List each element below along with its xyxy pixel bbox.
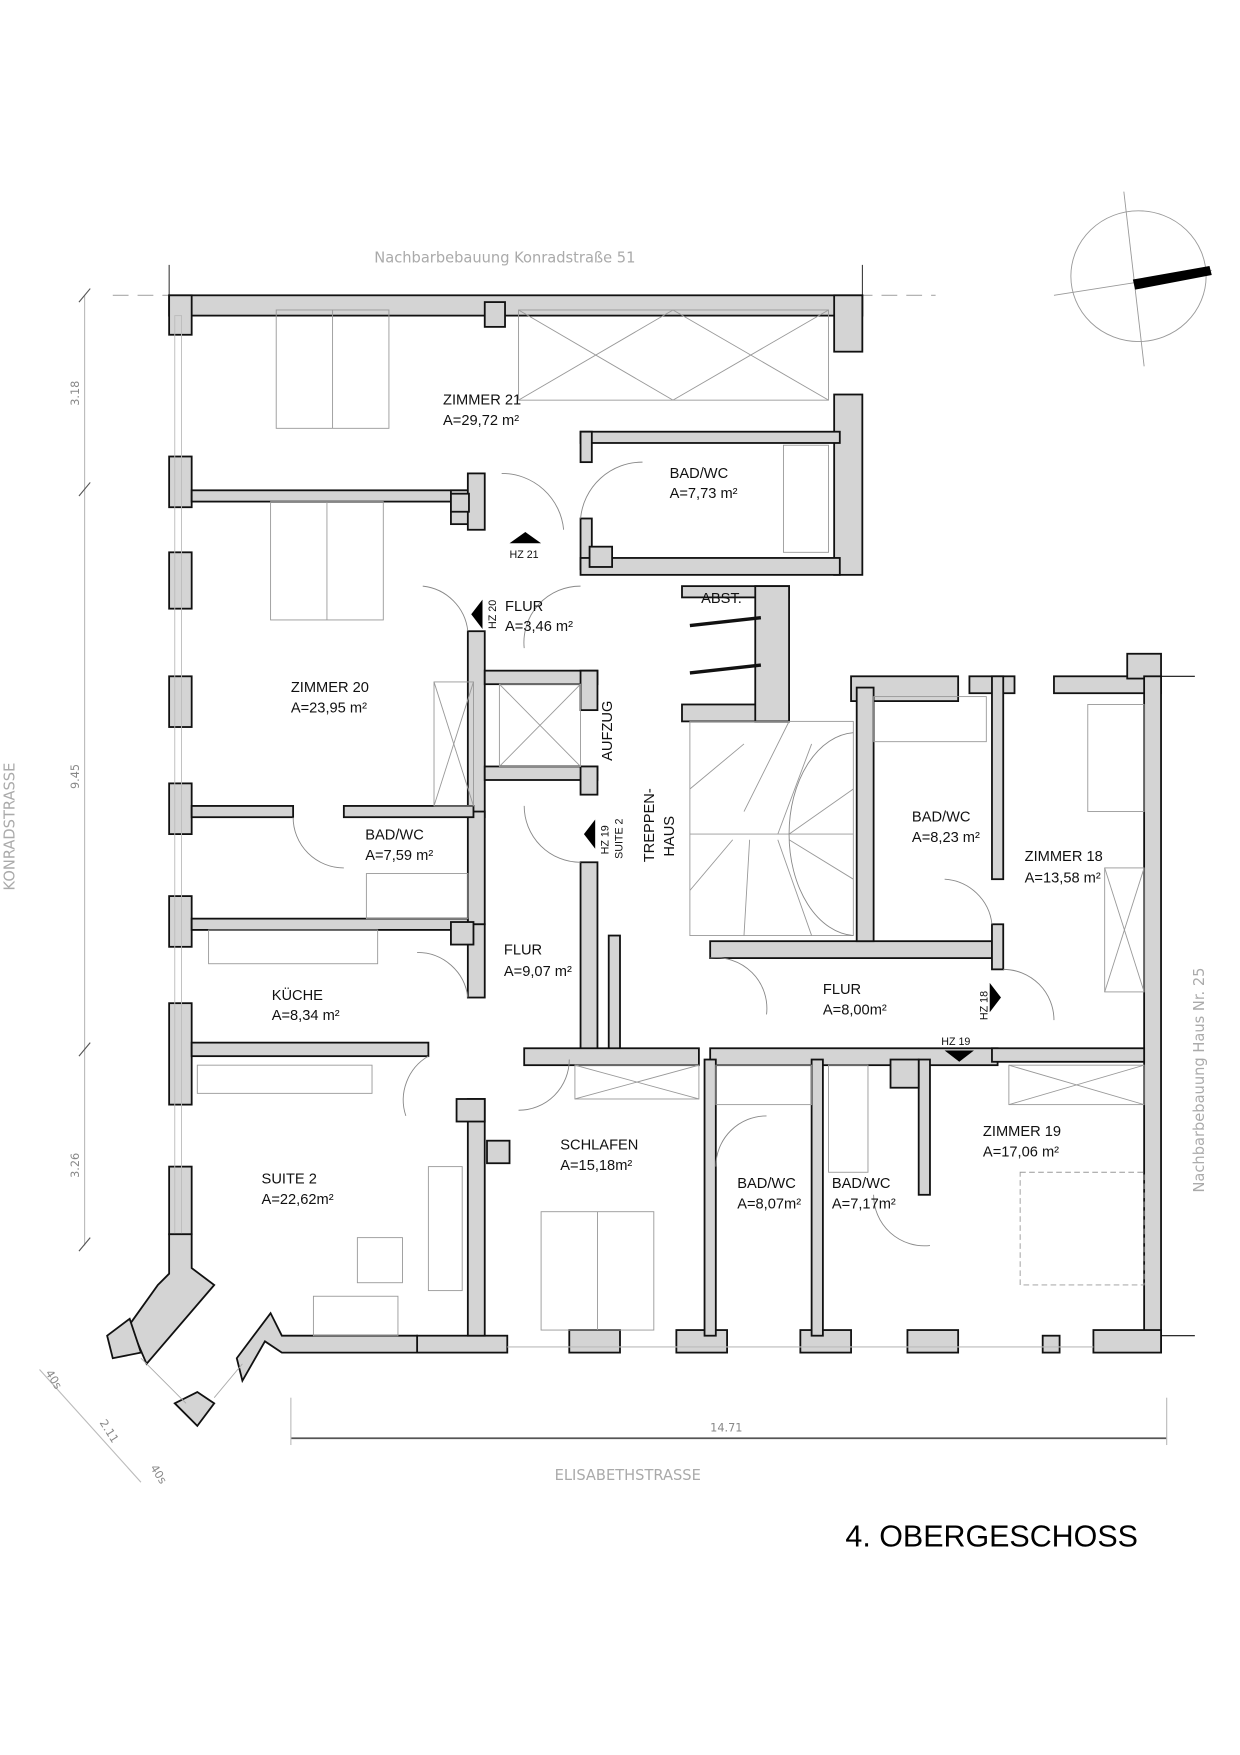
north-arrow-icon bbox=[1053, 191, 1212, 367]
hz18-marker-icon bbox=[989, 982, 1001, 1013]
hz19-marker-icon bbox=[944, 1050, 974, 1062]
room-labels: ZIMMER 21 A=29,72 m² BAD/WC A=7,73 m² FL… bbox=[262, 393, 1103, 1213]
hz18-label: HZ 18 bbox=[978, 991, 990, 1020]
room-kueche-area: A=8,34 m² bbox=[272, 1008, 340, 1024]
dim-bottom: 14.71 bbox=[710, 1422, 742, 1435]
room-bad21-name: BAD/WC bbox=[670, 466, 729, 482]
dim-left-top: 3.18 bbox=[69, 381, 82, 406]
room-flur2-name: FLUR bbox=[504, 943, 542, 959]
room-zimmer18-name: ZIMMER 18 bbox=[1025, 849, 1103, 865]
room-flur2-area: A=9,07 m² bbox=[504, 964, 572, 980]
room-aufzug-name: AUFZUG bbox=[600, 701, 616, 761]
room-bad-b-name: BAD/WC bbox=[832, 1176, 891, 1192]
room-zimmer19-area: A=17,06 m² bbox=[983, 1144, 1059, 1160]
dim-bay-a: 40s bbox=[43, 1368, 65, 1392]
room-flur3-name: FLUR bbox=[823, 982, 861, 998]
floor-title: 4. OBERGESCHOSS bbox=[845, 1519, 1137, 1553]
room-suite2-area: A=22,62m² bbox=[262, 1192, 334, 1208]
street-south: ELISABETHSTRASSE bbox=[555, 1467, 701, 1484]
street-west: KONRADSTRASSE bbox=[2, 763, 19, 891]
dim-left-bottom: 3.26 bbox=[69, 1153, 82, 1178]
room-bad-b-area: A=7,17m² bbox=[832, 1196, 896, 1212]
hz20-marker-icon bbox=[471, 599, 483, 629]
suite2-marker-label: SUITE 2 bbox=[613, 818, 625, 858]
room-zimmer20-area: A=23,95 m² bbox=[291, 700, 367, 716]
street-labels: Nachbarbebauung Konradstraße 51 KONRADST… bbox=[2, 250, 1208, 1484]
room-treppenhaus-line2: HAUS bbox=[662, 816, 678, 857]
dim-bay-side: 2.11 bbox=[97, 1417, 121, 1445]
hz19-suite-label: HZ 19 bbox=[600, 825, 612, 854]
room-zimmer19-name: ZIMMER 19 bbox=[983, 1124, 1061, 1140]
room-zimmer21-area: A=29,72 m² bbox=[443, 413, 519, 429]
street-north: Nachbarbebauung Konradstraße 51 bbox=[374, 250, 635, 267]
hz21-marker-icon bbox=[509, 532, 542, 544]
outer-walls bbox=[106, 294, 1162, 1428]
room-kueche-name: KÜCHE bbox=[272, 986, 323, 1004]
room-zimmer21-name: ZIMMER 21 bbox=[443, 393, 521, 409]
room-bad18-area: A=8,23 m² bbox=[912, 830, 980, 846]
room-bad-a-name: BAD/WC bbox=[737, 1176, 796, 1192]
street-east: Nachbarbebauung Haus Nr. 25 bbox=[1191, 968, 1208, 1193]
hz20-label: HZ 20 bbox=[487, 600, 499, 629]
room-flur1-area: A=3,46 m² bbox=[505, 619, 573, 635]
dim-left-mid: 9.45 bbox=[69, 764, 82, 789]
room-bad-a-area: A=8,07m² bbox=[737, 1196, 801, 1212]
doors bbox=[292, 461, 1055, 1247]
hz19-suite-marker-icon bbox=[583, 819, 596, 849]
heating-markers: HZ 21 HZ 20 HZ 19 SUITE 2 HZ 18 HZ 19 bbox=[471, 532, 1001, 1062]
room-suite2-name: SUITE 2 bbox=[262, 1172, 317, 1188]
room-flur3-area: A=8,00m² bbox=[823, 1002, 887, 1018]
room-treppenhaus-line1: TREPPEN- bbox=[642, 788, 658, 862]
room-flur1-name: FLUR bbox=[505, 599, 543, 615]
room-bad21-area: A=7,73 m² bbox=[670, 486, 738, 502]
dim-bay-b: 40s bbox=[147, 1462, 169, 1486]
room-bad20-area: A=7,59 m² bbox=[365, 848, 433, 864]
room-schlafen-name: SCHLAFEN bbox=[560, 1138, 638, 1154]
furniture bbox=[196, 309, 1145, 1337]
dimension-lines: 3.18 9.45 3.26 14.71 2.11 40s 40s bbox=[39, 288, 1168, 1486]
hz21-label: HZ 21 bbox=[510, 549, 539, 561]
interior-walls bbox=[190, 430, 1146, 1337]
room-zimmer20-name: ZIMMER 20 bbox=[291, 680, 369, 696]
hz19-label: HZ 19 bbox=[941, 1036, 970, 1048]
room-abst-name: ABST. bbox=[701, 591, 742, 607]
room-schlafen-area: A=15,18m² bbox=[560, 1158, 632, 1174]
room-bad18-name: BAD/WC bbox=[912, 810, 971, 826]
room-zimmer18-area: A=13,58 m² bbox=[1025, 871, 1101, 887]
room-bad20-name: BAD/WC bbox=[365, 828, 424, 844]
